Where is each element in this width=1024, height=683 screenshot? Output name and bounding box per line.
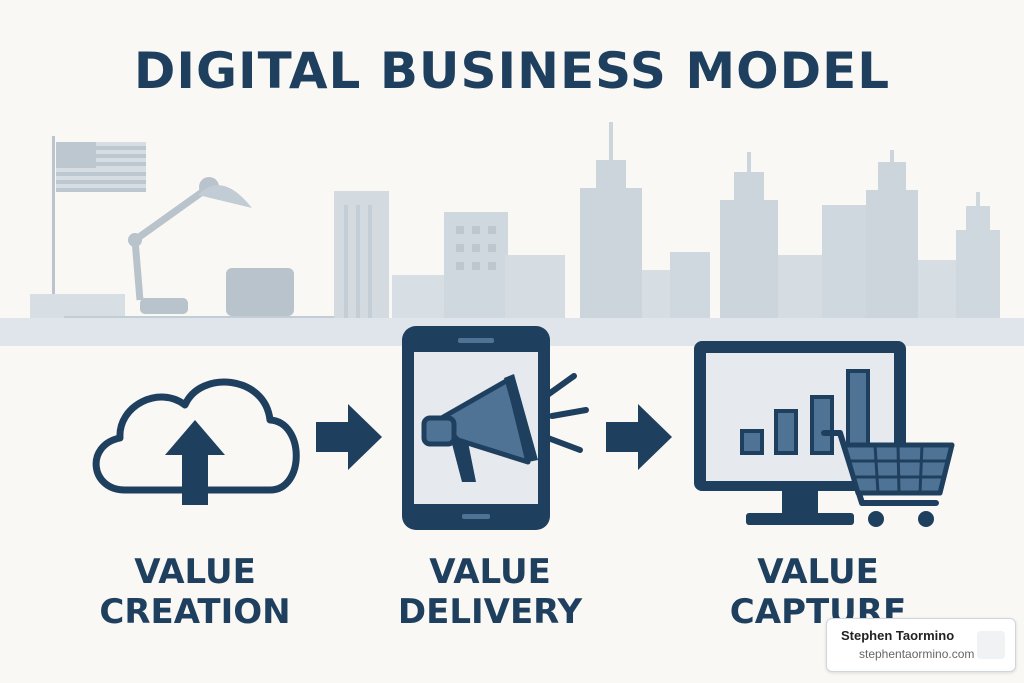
badge-logo-icon bbox=[977, 631, 1005, 659]
step-label-line2: CREATION bbox=[99, 592, 291, 632]
step-label-line1: VALUE bbox=[757, 552, 879, 592]
monitor-chart-cart-icon bbox=[694, 341, 955, 527]
badge-site-link[interactable]: stephentaormino.com bbox=[859, 647, 975, 661]
badge-name: Stephen Taormino bbox=[841, 628, 955, 643]
attribution-badge[interactable]: Stephen Taormino stephentaormino.com bbox=[826, 618, 1016, 672]
cloud-upload-icon bbox=[92, 378, 300, 505]
step-label-delivery: VALUE DELIVERY bbox=[380, 552, 600, 632]
city-skyline-illustration bbox=[0, 122, 1024, 346]
step-label-line2: DELIVERY bbox=[397, 592, 583, 632]
step-label-creation: VALUE CREATION bbox=[90, 552, 300, 632]
tablet-megaphone-icon bbox=[402, 326, 589, 530]
step-label-line1: VALUE bbox=[429, 552, 551, 592]
arrow-right-icon bbox=[316, 404, 382, 470]
arrow-right-icon bbox=[606, 404, 672, 470]
page-title: DIGITAL BUSINESS MODEL bbox=[133, 42, 891, 100]
step-label-line1: VALUE bbox=[134, 552, 256, 592]
